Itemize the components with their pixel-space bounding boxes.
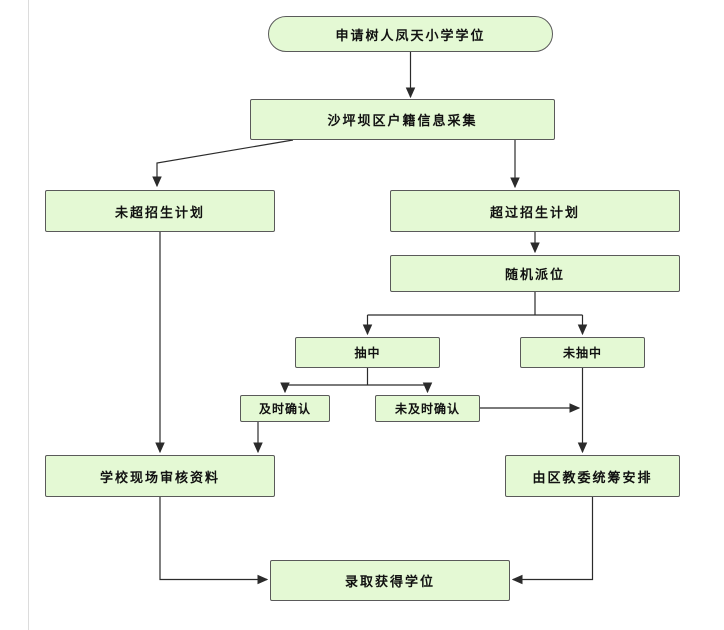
connector-lottery-split-line bbox=[367, 292, 583, 316]
node-onsite-document-review: 学校现场审核资料 bbox=[45, 455, 275, 497]
node-start-apply: 申请树人凤天小学学位 bbox=[268, 16, 553, 52]
connector-review-admit bbox=[159, 497, 269, 585]
node-within-enrollment-plan: 未超招生计划 bbox=[45, 190, 275, 232]
node-committee-arrangement: 由区教委统筹安排 bbox=[505, 455, 680, 497]
node-drawn: 抽中 bbox=[295, 337, 440, 368]
node-confirm-in-time: 及时确认 bbox=[240, 395, 330, 422]
connector-arrange-admit bbox=[511, 497, 594, 585]
node-household-info-collection: 沙坪坝区户籍信息采集 bbox=[250, 99, 555, 140]
node-admitted: 录取获得学位 bbox=[270, 560, 510, 601]
connector-drawn-split-line bbox=[285, 368, 428, 386]
node-not-drawn: 未抽中 bbox=[520, 337, 645, 368]
page-left-border bbox=[28, 0, 29, 630]
connector-collect-within bbox=[152, 139, 294, 188]
node-random-lottery: 随机派位 bbox=[390, 255, 680, 292]
node-exceed-enrollment-plan: 超过招生计划 bbox=[390, 190, 680, 232]
node-not-confirm-in-time: 未及时确认 bbox=[375, 395, 480, 422]
